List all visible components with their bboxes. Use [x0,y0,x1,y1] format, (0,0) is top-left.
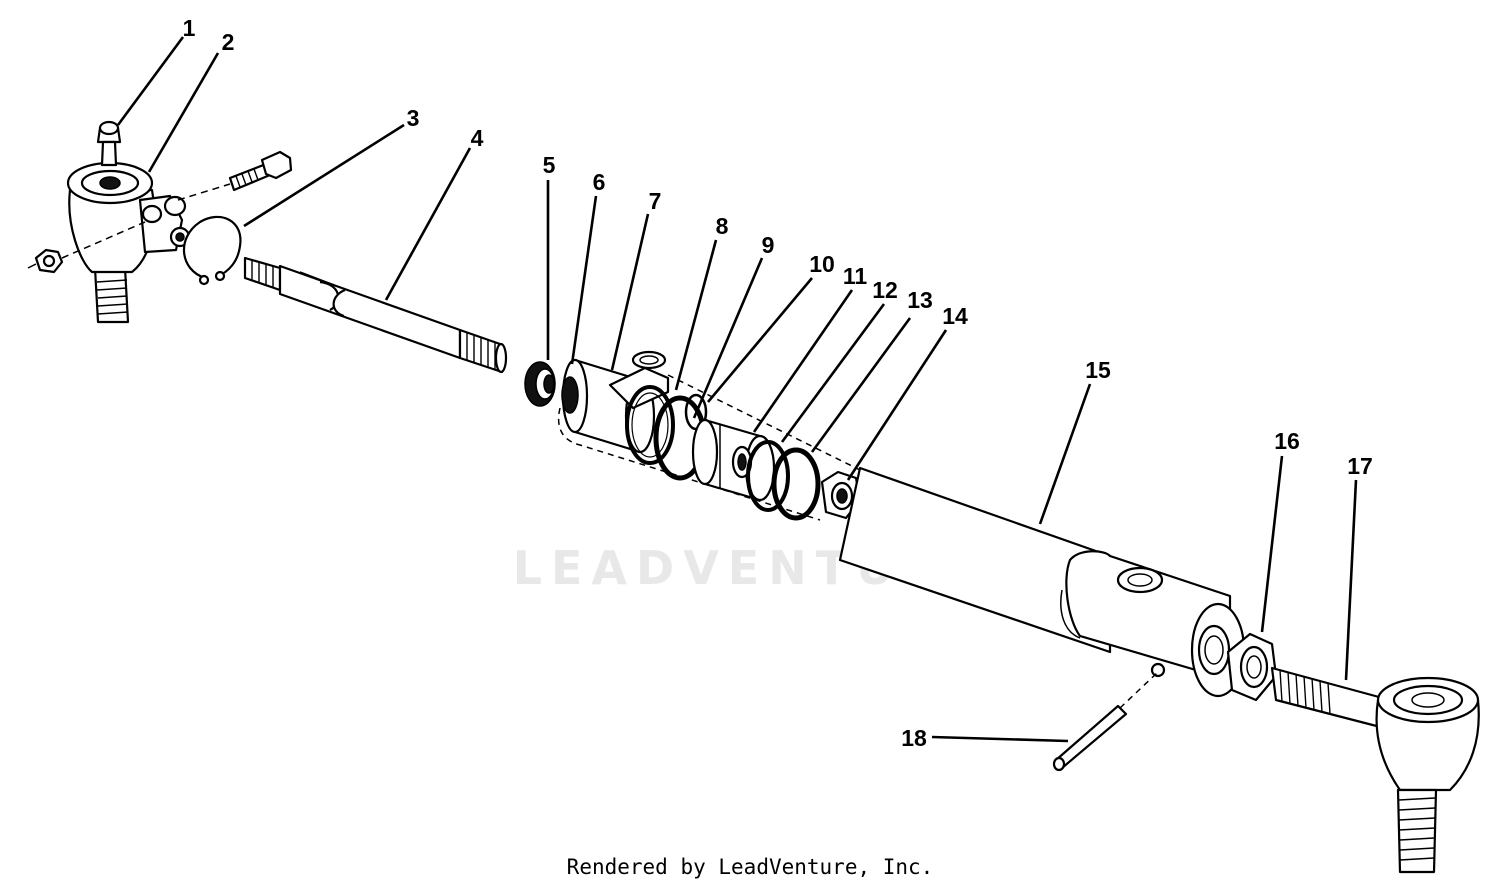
part-18-roll-pin [1052,671,1159,772]
part-2-tie-rod-end-left [66,161,191,324]
callout-10: 10 [809,251,835,277]
callout-15: 15 [1085,357,1111,383]
part-7-gland [561,350,670,454]
callout-2: 2 [222,29,235,55]
part-13-backup-ring [771,447,821,521]
part-5-wiper-seal [524,361,556,407]
footer-credit: Rendered by LeadVenture, Inc. [566,855,934,879]
callout-18: 18 [901,725,927,751]
part-12-o-ring [746,440,790,512]
part-15-cylinder-barrel [838,466,1246,698]
callout-16: 16 [1274,428,1300,454]
part-14-nut [820,470,862,520]
part-8-o-ring [625,385,675,465]
callout-8: 8 [716,213,729,239]
callout-9: 9 [762,232,775,258]
leader-lines [116,36,1358,743]
callout-4: 4 [471,125,484,151]
callout-11: 11 [843,263,868,289]
callout-7: 7 [649,188,662,214]
callout-14: 14 [942,303,968,329]
callout-13: 13 [907,287,933,313]
callout-17: 17 [1347,453,1373,479]
nut-left [27,221,146,274]
part-4-piston-rod [243,256,508,374]
callout-1: 1 [183,15,196,41]
callout-labels: 1 2 3 4 5 6 7 8 9 10 11 12 13 14 15 16 1… [183,15,1373,751]
callout-6: 6 [593,169,606,195]
part-3-retaining-ring [183,216,242,286]
callout-5: 5 [543,152,556,178]
part-1-grease-fitting [96,120,122,167]
bolt-left [177,150,293,201]
callout-3: 3 [407,105,420,131]
callout-12: 12 [872,277,898,303]
part-17-tie-rod-end-right [1270,666,1480,874]
part-11-piston [691,418,776,502]
